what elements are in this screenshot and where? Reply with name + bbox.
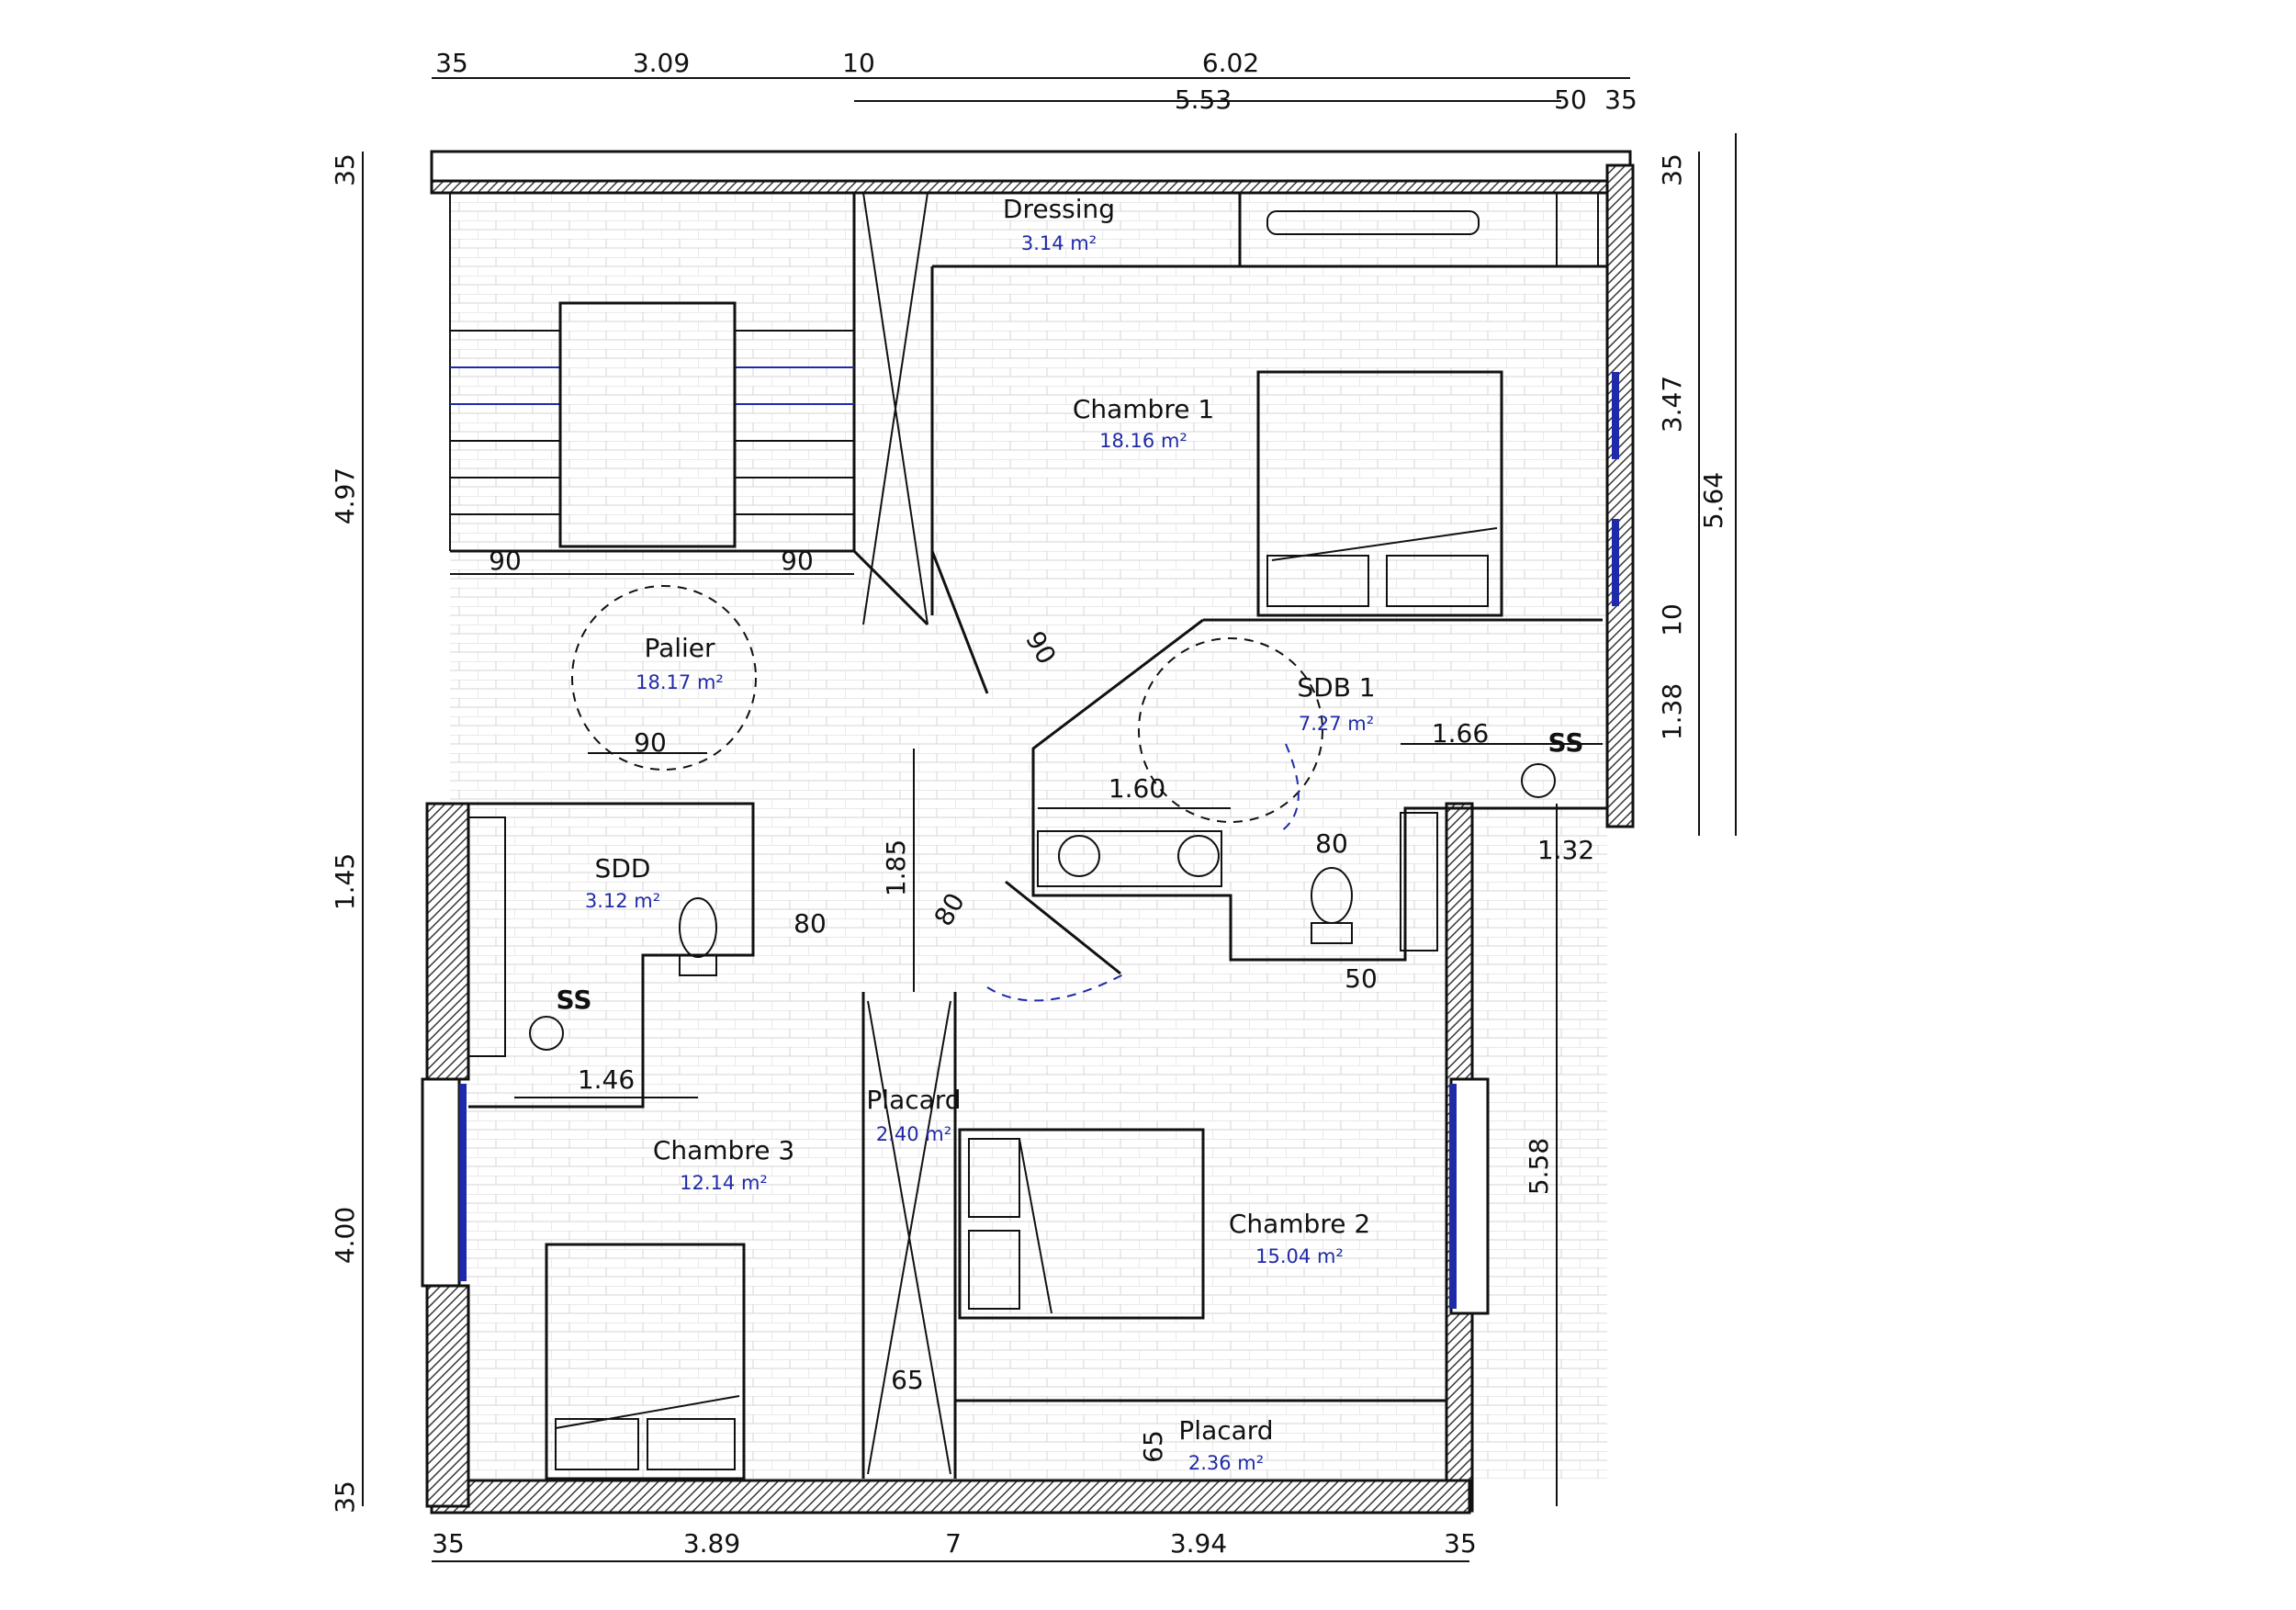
dim-label: 50	[1554, 84, 1587, 115]
dim-label: 35	[1444, 1528, 1477, 1559]
room-labels: Dressing 3.14 m² Chambre 1 18.16 m² Pali…	[585, 194, 1376, 1474]
room-name: Chambre 2	[1229, 1209, 1370, 1239]
dim-label: 10	[1657, 603, 1687, 636]
dim-label: 35	[435, 48, 468, 78]
dimension-lines	[362, 77, 1737, 1562]
dim-label: 80	[1315, 828, 1348, 859]
room-name: Placard	[866, 1085, 961, 1115]
dim-label: 5.53	[1175, 84, 1232, 115]
bed-chambre-3	[545, 1243, 746, 1481]
dim-label: 1.45	[330, 853, 360, 910]
shower-labels: SS SS	[556, 727, 1583, 1015]
room-area: 18.17 m²	[636, 671, 724, 693]
dimension-labels-top: 35 3.09 10 6.02 5.53 50 35	[435, 48, 1638, 115]
dim-label: 3.09	[633, 48, 690, 78]
dim-label: 6.02	[1202, 48, 1259, 78]
dim-label: 90	[781, 546, 814, 576]
room-name: Chambre 3	[653, 1135, 794, 1165]
dim-label: 3.89	[683, 1528, 740, 1559]
dim-label: 1.66	[1432, 718, 1489, 749]
bed-chambre-1	[1256, 370, 1503, 617]
room-area: 12.14 m²	[680, 1172, 768, 1194]
room-area: 15.04 m²	[1255, 1245, 1344, 1267]
dim-label: 90	[489, 546, 522, 576]
dim-label: 1.60	[1109, 773, 1165, 804]
dimension-labels-bottom: 35 3.89 7 3.94 35	[432, 1528, 1477, 1559]
sanitary-fixtures	[467, 192, 1599, 1057]
dim-label: 1.38	[1657, 683, 1687, 740]
room-name: Chambre 1	[1073, 394, 1214, 424]
dim-label: 35	[1604, 84, 1638, 115]
room-area: 3.14 m²	[1021, 232, 1097, 254]
dim-label: 90	[634, 727, 667, 758]
dimension-labels-right: 35 3.47 5.64 10 1.38 1.32 5.58	[1524, 153, 1728, 1195]
shower-label: SS	[1548, 727, 1583, 758]
room-name: Placard	[1178, 1415, 1273, 1446]
dim-label: 80	[793, 908, 827, 939]
dim-label: 1.32	[1537, 835, 1594, 865]
room-area: 3.12 m²	[585, 890, 660, 912]
room-name: Dressing	[1003, 194, 1115, 224]
room-name: Palier	[644, 633, 715, 663]
dim-label: 35	[1657, 153, 1687, 186]
dim-label: 35	[330, 1481, 360, 1514]
dim-label: 1.46	[578, 1064, 635, 1095]
room-area: 18.16 m²	[1099, 430, 1187, 452]
dim-label: 5.64	[1698, 472, 1728, 529]
dim-label: 4.00	[330, 1207, 360, 1264]
dim-label: 7	[945, 1528, 962, 1559]
dim-label: 3.94	[1170, 1528, 1227, 1559]
room-area: 7.27 m²	[1299, 713, 1374, 735]
staircase	[450, 301, 854, 548]
room-area: 2.36 m²	[1188, 1452, 1264, 1474]
dim-label: 35	[432, 1528, 465, 1559]
dim-label: 65	[1138, 1430, 1168, 1463]
dim-label: 10	[842, 48, 875, 78]
bed-chambre-2	[958, 1128, 1205, 1320]
floor-tiles	[450, 193, 1607, 1479]
windows	[459, 372, 1619, 1309]
dim-label: 35	[330, 153, 360, 186]
dim-label: 65	[891, 1365, 924, 1395]
dimension-labels-left: 35 4.97 1.45 4.00 35	[330, 153, 360, 1514]
dim-label: 50	[1345, 963, 1378, 994]
room-area: 2.40 m²	[876, 1123, 951, 1145]
dim-label: 1.85	[881, 839, 911, 896]
dim-label: 5.58	[1524, 1138, 1554, 1195]
dim-label: 3.47	[1657, 376, 1687, 433]
room-name: SDB 1	[1297, 672, 1375, 703]
room-name: SDD	[595, 853, 651, 884]
door-swings	[571, 192, 1323, 1475]
dim-label: 4.97	[330, 467, 360, 524]
shower-label: SS	[556, 985, 591, 1015]
